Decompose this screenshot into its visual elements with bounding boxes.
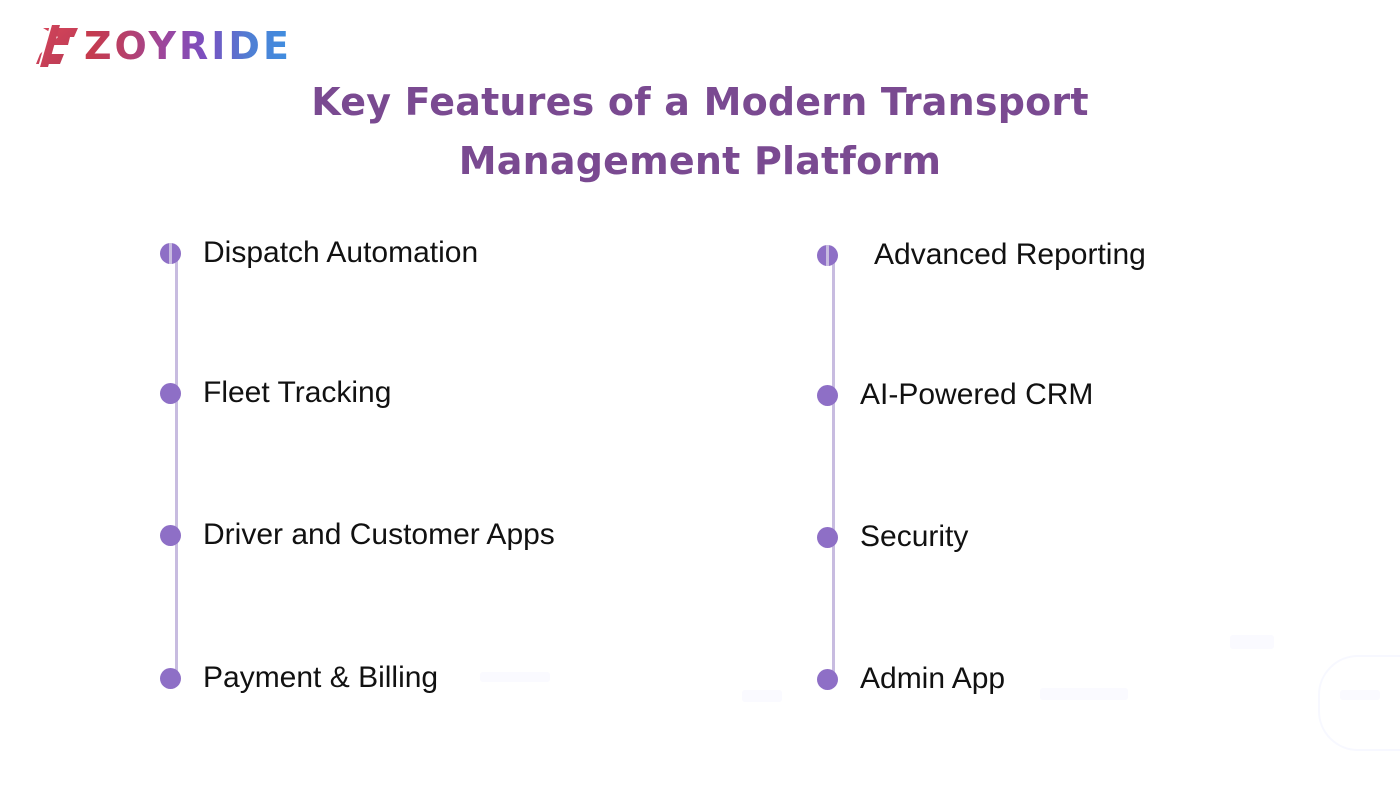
- timeline-bullet-icon: [817, 526, 838, 548]
- feature-label: Advanced Reporting: [874, 238, 1146, 271]
- feature-label: Admin App: [860, 662, 1006, 695]
- timeline-bullet-icon: [160, 667, 181, 689]
- feature-item-dispatch-automation[interactable]: Dispatch Automation: [160, 233, 478, 273]
- timeline-bullet-icon: [817, 668, 838, 690]
- feature-label: Driver and Customer Apps: [203, 518, 555, 551]
- features-container: Dispatch Automation Fleet Tracking Drive…: [0, 228, 1400, 728]
- z-slash-logo-icon: [36, 25, 78, 67]
- feature-item-driver-and-customer-apps[interactable]: Driver and Customer Apps: [160, 515, 555, 555]
- page-title-line-1: Key Features of a Modern Transport: [311, 80, 1089, 125]
- timeline-rail-left: [175, 253, 178, 679]
- feature-label: Security: [860, 520, 969, 553]
- brand-name: ZOYRIDE: [84, 24, 292, 68]
- feature-item-security[interactable]: Security: [817, 517, 968, 557]
- feature-item-admin-app[interactable]: Admin App: [817, 659, 1005, 699]
- feature-label: Payment & Billing: [203, 661, 439, 694]
- page-title-line-2: Management Platform: [458, 139, 942, 184]
- timeline-bullet-icon: [160, 524, 181, 546]
- timeline-rail-right: [832, 253, 835, 679]
- feature-item-payment-and-billing[interactable]: Payment & Billing: [160, 658, 438, 698]
- timeline-bullet-icon: [160, 242, 181, 264]
- feature-label: Fleet Tracking: [203, 376, 392, 409]
- feature-item-ai-powered-crm[interactable]: AI-Powered CRM: [817, 375, 1093, 415]
- timeline-bullet-icon: [817, 384, 838, 406]
- page-title: Key Features of a Modern Transport Manag…: [280, 73, 1120, 191]
- timeline-bullet-icon: [817, 244, 838, 266]
- feature-label: AI-Powered CRM: [860, 378, 1094, 411]
- timeline-bullet-icon: [160, 382, 181, 404]
- brand-logo[interactable]: ZOYRIDE: [34, 18, 292, 74]
- feature-item-advanced-reporting[interactable]: Advanced Reporting: [817, 235, 1146, 275]
- feature-label: Dispatch Automation: [203, 236, 479, 269]
- feature-item-fleet-tracking[interactable]: Fleet Tracking: [160, 373, 391, 413]
